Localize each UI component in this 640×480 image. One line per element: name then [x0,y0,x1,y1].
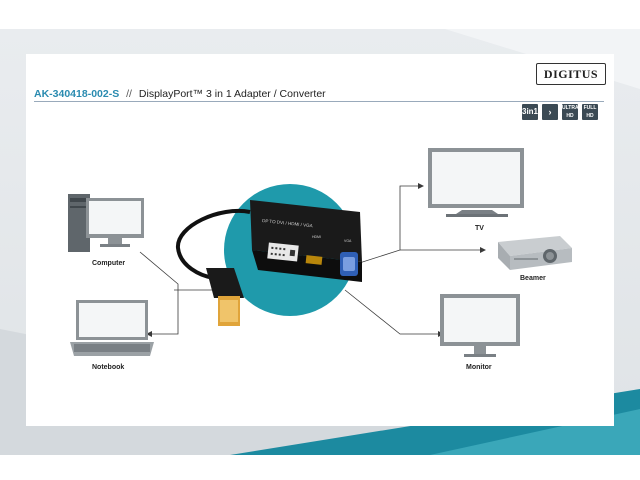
line-computer-notebook [139,251,179,335]
label-tv: TV [475,225,484,232]
badge-arrow: › [542,104,558,120]
arrowhead-notebook [146,331,152,337]
line-to-monitor [344,289,438,335]
tv-icon [428,148,524,217]
adapter-cable [176,208,251,280]
monitor-icon [440,294,520,357]
label-beamer: Beamer [520,275,546,282]
notebook-icon [70,300,154,356]
arrowhead-tv [418,183,424,189]
label-computer: Computer [92,260,126,267]
arrowhead-beamer [480,247,486,253]
adapter-hdmi-label: HDMI [312,235,321,239]
beamer-icon [498,236,572,270]
badge-ultra-hd: ULTRA HD [562,104,579,120]
label-monitor: Monitor [466,364,492,371]
computer-icon [68,194,144,252]
displayport-plug-icon [206,268,244,326]
product-code: AK-340418-002-S [34,88,120,100]
badge-3in1: 3in1 [522,104,538,120]
page-headline: AK-340418-002-S // DisplayPort™ 3 in 1 A… [34,88,604,102]
brand-logo: DIGITUS [536,63,606,85]
label-notebook: Notebook [92,364,125,371]
headline-separator: // [126,88,132,100]
adapter-icon: DP TO DVI / HDMI / VGA HDMI VGA [250,200,362,282]
product-title: DisplayPort™ 3 in 1 Adapter / Converter [138,88,326,100]
headline-rule [34,101,604,102]
adapter-vga-label: VGA [344,239,352,243]
badge-full-hd: FULL HD [582,104,598,120]
adapter-face-label: DP TO DVI / HDMI / VGA [262,218,313,228]
